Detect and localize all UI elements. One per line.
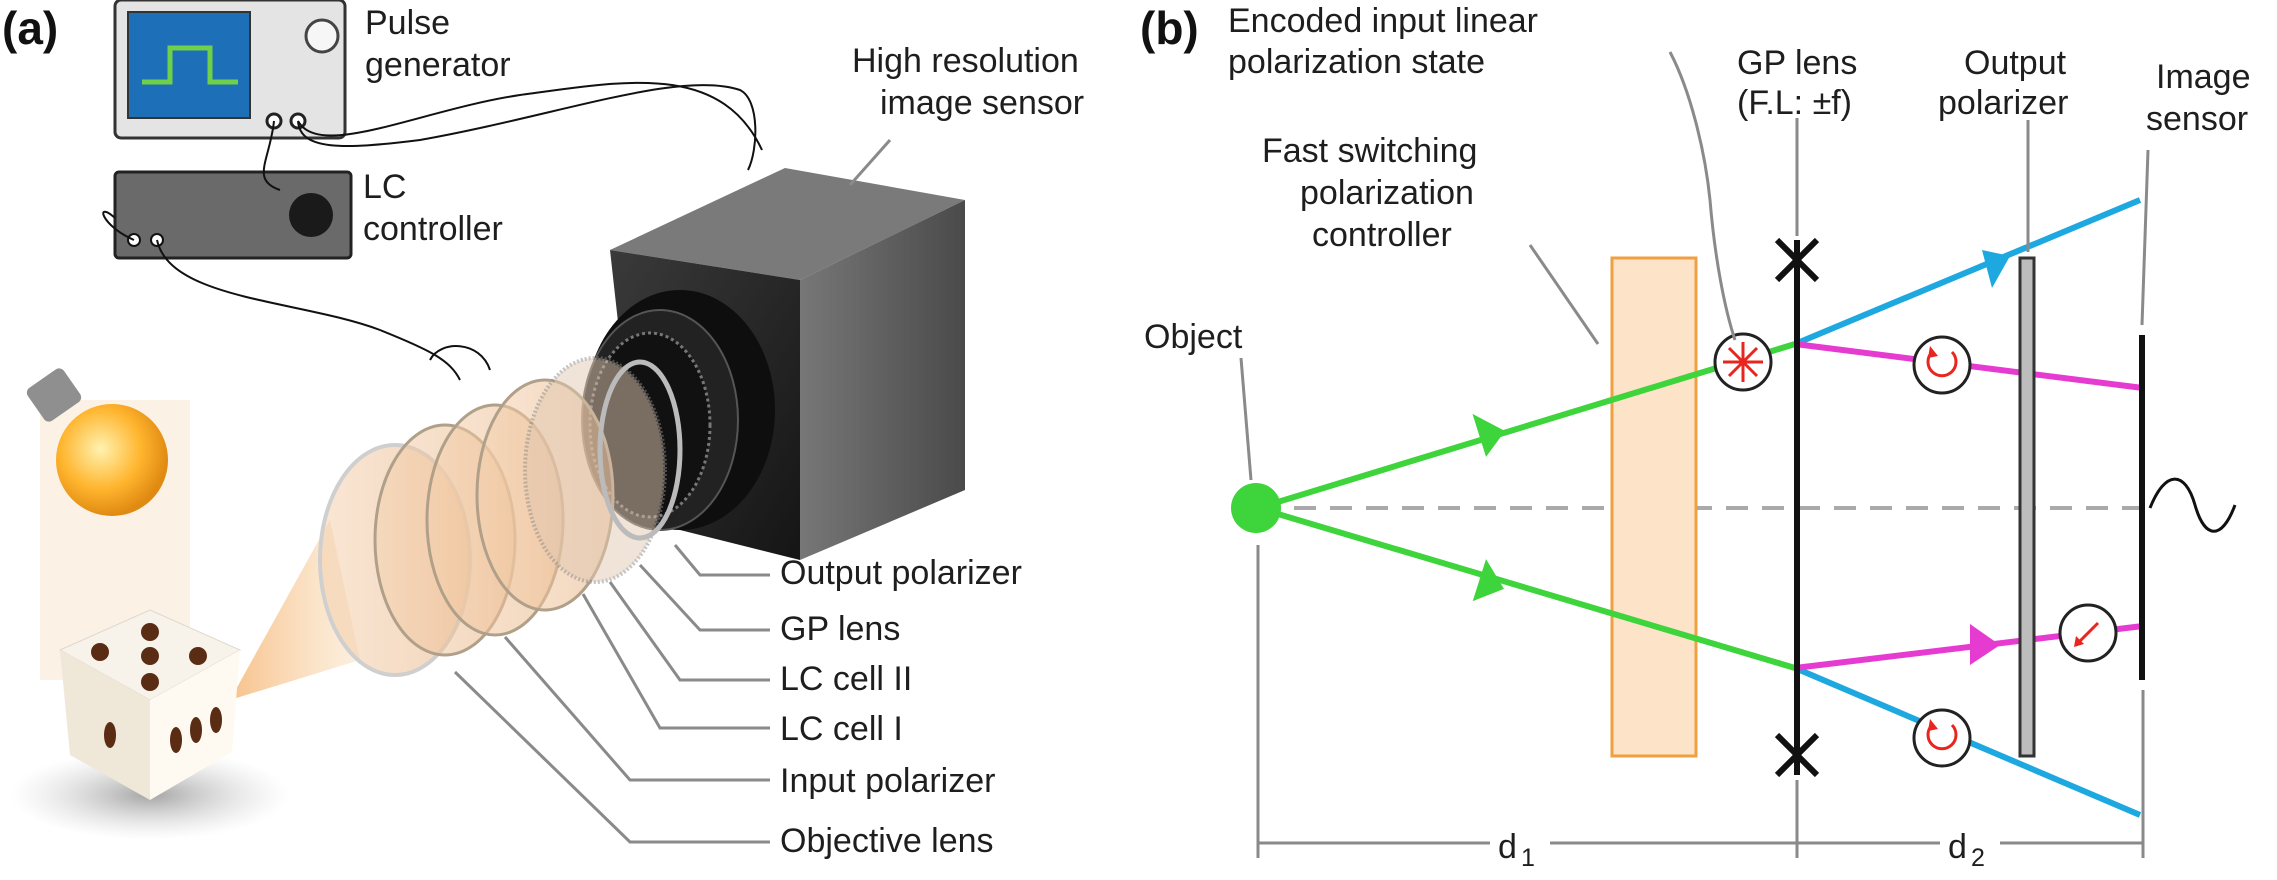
knob-icon — [304, 18, 340, 54]
encoded-state-label-2: polarization state — [1228, 43, 1485, 81]
gp-lens-disc — [523, 356, 667, 584]
callout-gp-lens: GP lens — [780, 610, 900, 648]
image-sensor-b-label-1: Image — [2156, 58, 2251, 96]
lc-controller-label-2: controller — [363, 210, 503, 248]
controller-label-1: Fast switching — [1262, 132, 1477, 170]
panel-a-leaders — [453, 544, 770, 844]
circular-polarization-lower-icon — [1912, 708, 1972, 768]
panel-a-callout-labels: Output polarizer GP lens LC cell II LC c… — [780, 554, 1022, 860]
blue-ray-upper — [1793, 197, 2142, 347]
panel-b-tag: (b) — [1140, 2, 1199, 54]
arrow-green-lower — [1472, 559, 1504, 602]
arrow-green-upper — [1472, 413, 1506, 457]
panel-b-leaders — [1239, 51, 2150, 858]
callout-input-polarizer: Input polarizer — [780, 762, 995, 800]
arrow-blue-upper — [1982, 250, 2010, 288]
panel-a-tag: (a) — [2, 2, 58, 54]
polarization-controller-slab — [1610, 256, 1698, 758]
pulse-generator-label-1: Pulse — [365, 4, 450, 42]
output-polarizer-slab — [2018, 256, 2036, 758]
rays — [1257, 197, 2144, 818]
callout-lc-cell-2: LC cell II — [780, 660, 912, 698]
gp-lens-element — [1774, 237, 1820, 778]
controller-label-2: polarization — [1300, 174, 1474, 212]
gp-lens-label-2: (F.L: ±f) — [1737, 84, 1852, 122]
callout-lc-cell-1: LC cell I — [780, 710, 903, 748]
distance-d2-sub: 2 — [1971, 844, 1985, 872]
distance-d1-sub: 1 — [1521, 844, 1535, 872]
image-sensor-b-label-2: sensor — [2146, 100, 2248, 138]
distance-d1-label: d — [1498, 828, 1517, 866]
pulse-wave-icon — [142, 45, 238, 85]
circular-polarization-upper-icon — [1912, 335, 1972, 395]
sensor-signal-icon — [2148, 477, 2237, 533]
arrow-magenta-lower — [1970, 624, 2000, 665]
image-sensor-label-1: High resolution — [852, 42, 1079, 80]
polarization-markers — [1713, 332, 2118, 768]
callout-output-polarizer: Output polarizer — [780, 554, 1022, 592]
green-ray-upper — [1257, 341, 1796, 511]
cables — [102, 81, 763, 381]
output-polarizer-disc — [597, 359, 683, 541]
pulse-generator-label-2: generator — [365, 46, 511, 84]
image-sensor-label-2: image sensor — [880, 84, 1084, 122]
object-label: Object — [1144, 318, 1243, 356]
linear-polarization-state-icon — [1713, 332, 1773, 392]
lc-controller-device — [113, 170, 353, 260]
green-ray-lower — [1257, 505, 1796, 671]
object-point — [1231, 483, 1281, 533]
distance-d2-label: d — [1948, 828, 1967, 866]
callout-objective-lens: Objective lens — [780, 822, 994, 860]
linear-polarization-output-icon — [2058, 603, 2118, 663]
encoded-state-label-1: Encoded input linear — [1228, 2, 1538, 40]
lc-controller-label-1: LC — [363, 168, 406, 206]
output-polarizer-label-2: polarizer — [1938, 84, 2068, 122]
pulse-generator-device — [113, 0, 347, 140]
controller-label-3: controller — [1312, 216, 1452, 254]
dice-object — [10, 609, 290, 840]
gp-lens-label-1: GP lens — [1737, 44, 1857, 82]
output-polarizer-label-1: Output — [1964, 44, 2067, 82]
image-sensor-leader — [848, 139, 892, 186]
optics-stack — [318, 356, 683, 677]
